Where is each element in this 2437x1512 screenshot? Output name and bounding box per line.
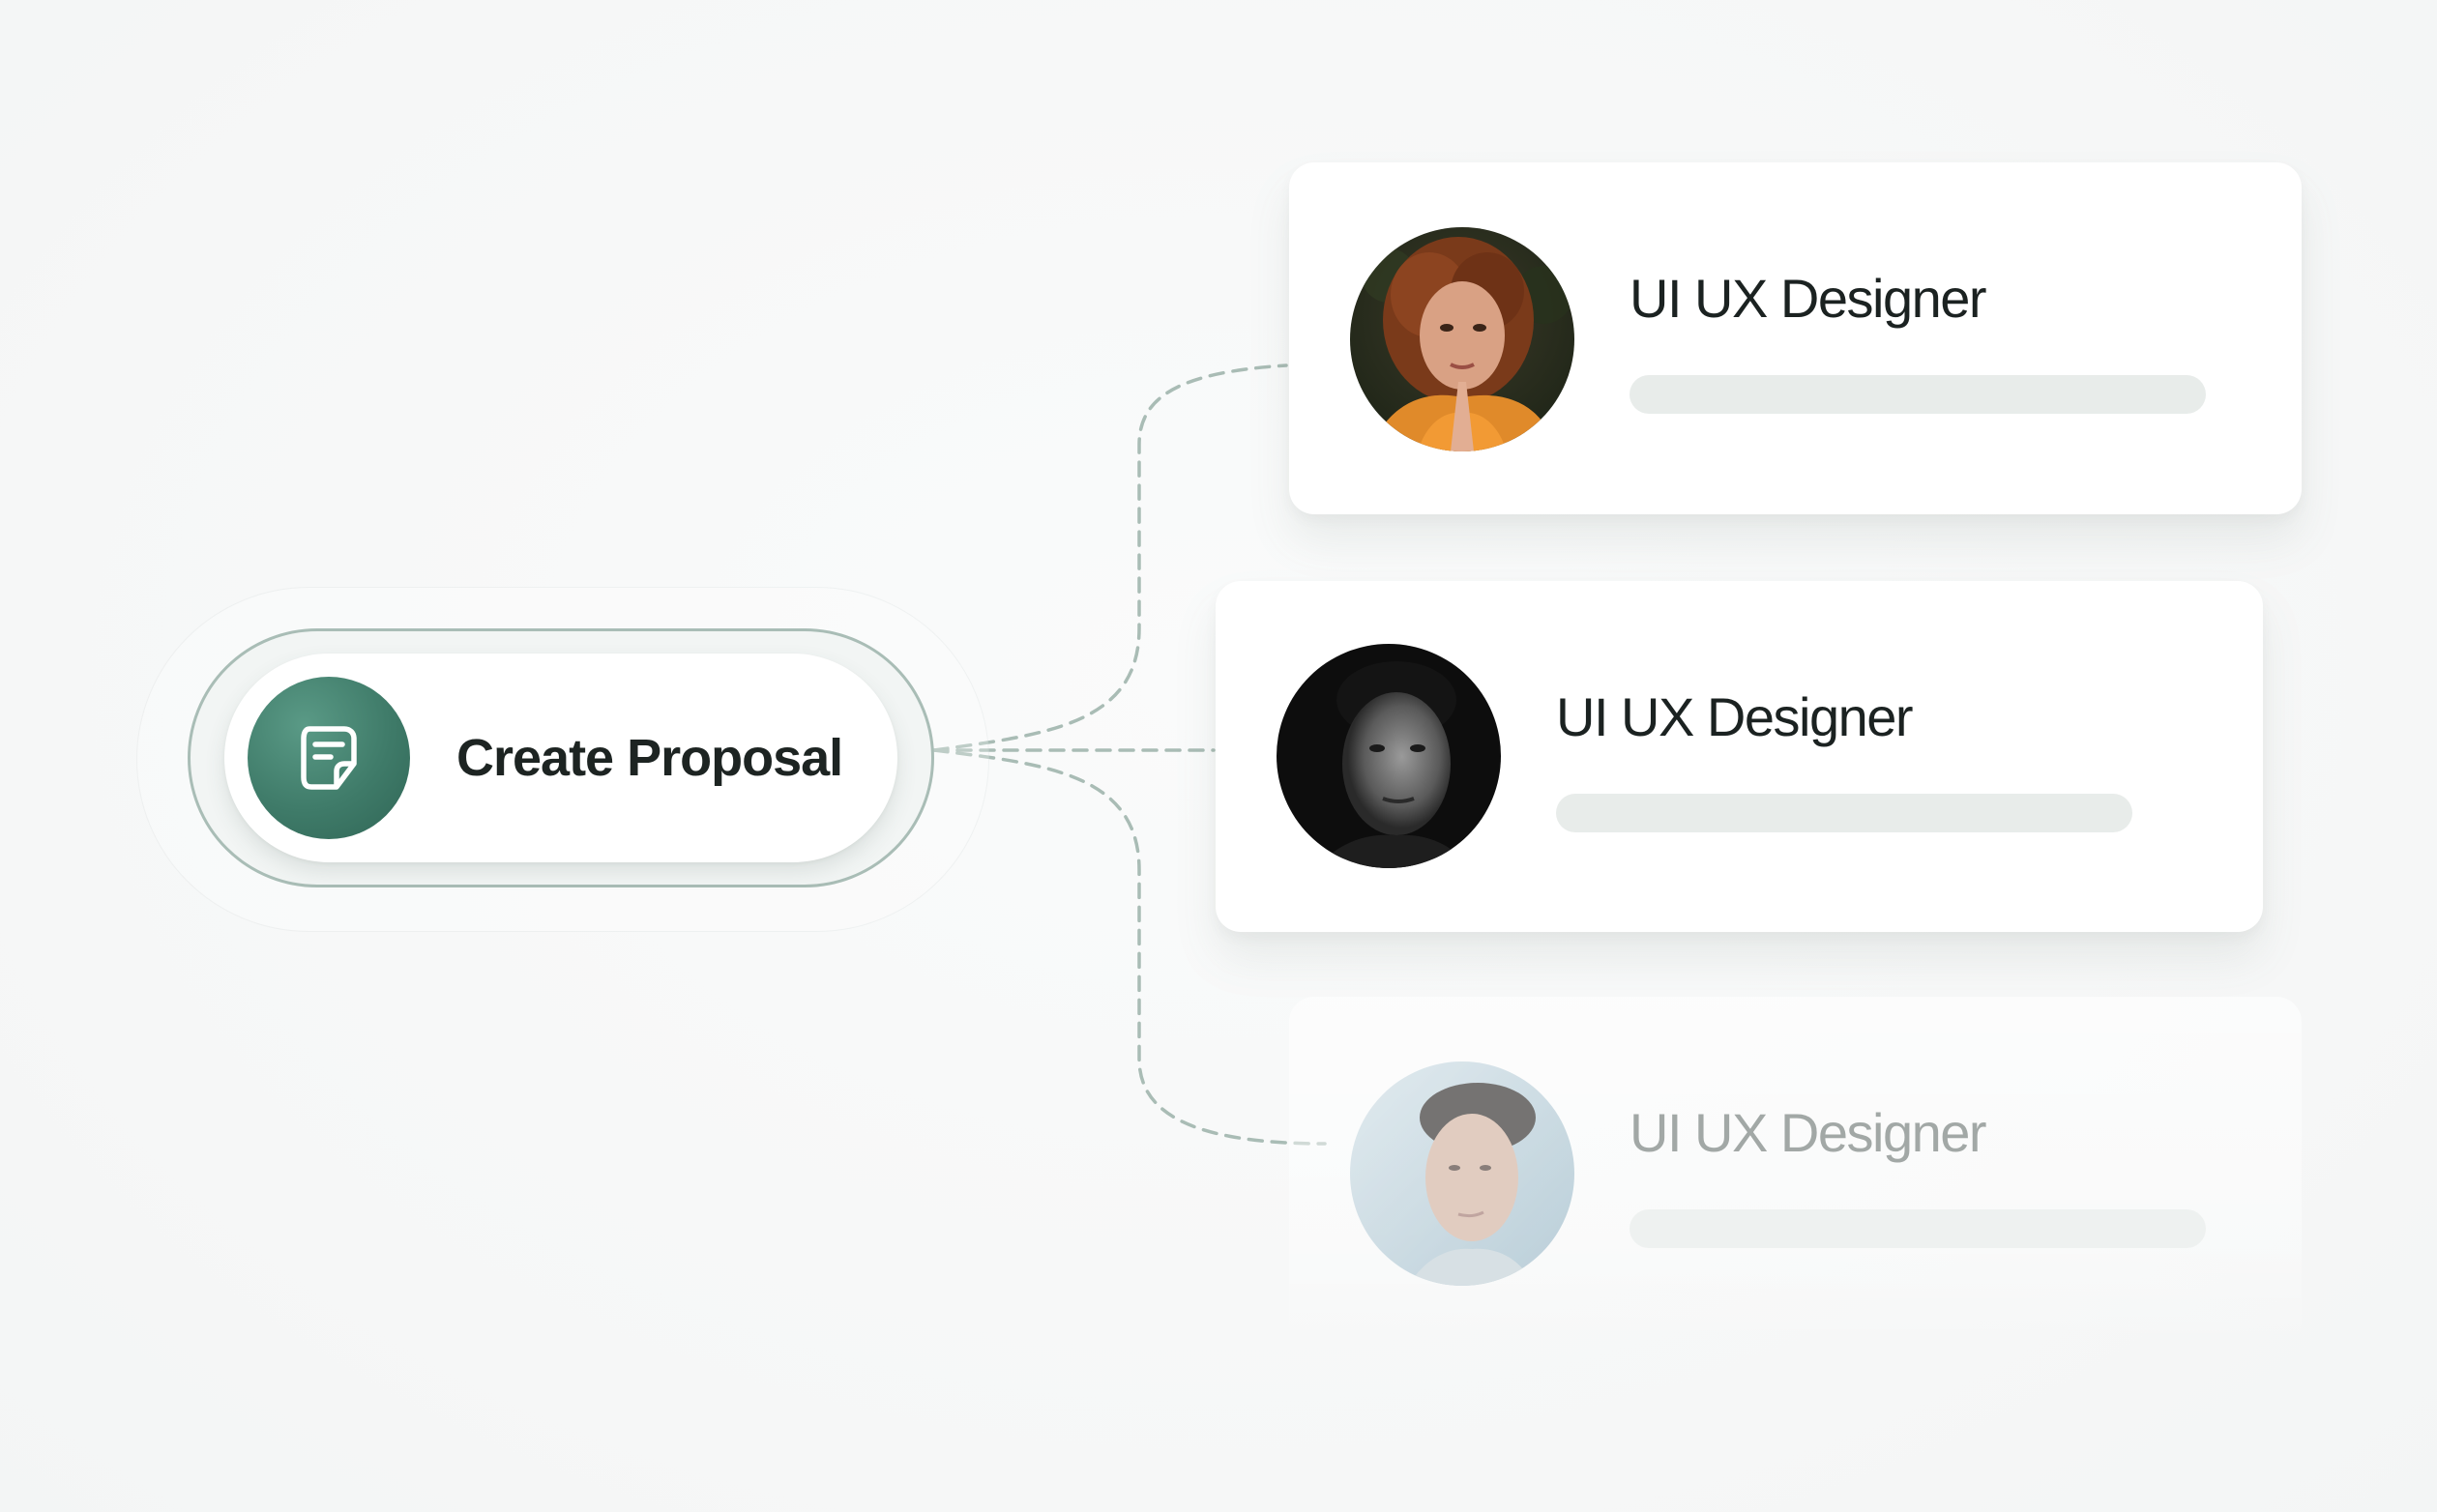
candidate-card-1[interactable]: UI UX Designer [1289,162,2302,514]
avatar [1350,1061,1574,1286]
document-note-icon [298,725,360,791]
placeholder-bar [1630,1209,2206,1248]
create-proposal-button[interactable]: Create Proposal [224,654,897,862]
candidate-role: UI UX Designer [1630,267,1985,330]
avatar [1277,644,1501,868]
avatar [1350,227,1574,451]
placeholder-bar [1556,794,2132,832]
candidate-role: UI UX Designer [1556,685,1912,748]
proposal-icon-badge [248,677,410,839]
create-proposal-label: Create Proposal [456,654,842,862]
candidate-card-2[interactable]: UI UX Designer [1216,581,2263,932]
placeholder-bar [1630,375,2206,414]
candidate-role: UI UX Designer [1630,1101,1985,1164]
candidate-card-3[interactable]: UI UX Designer [1289,997,2302,1349]
